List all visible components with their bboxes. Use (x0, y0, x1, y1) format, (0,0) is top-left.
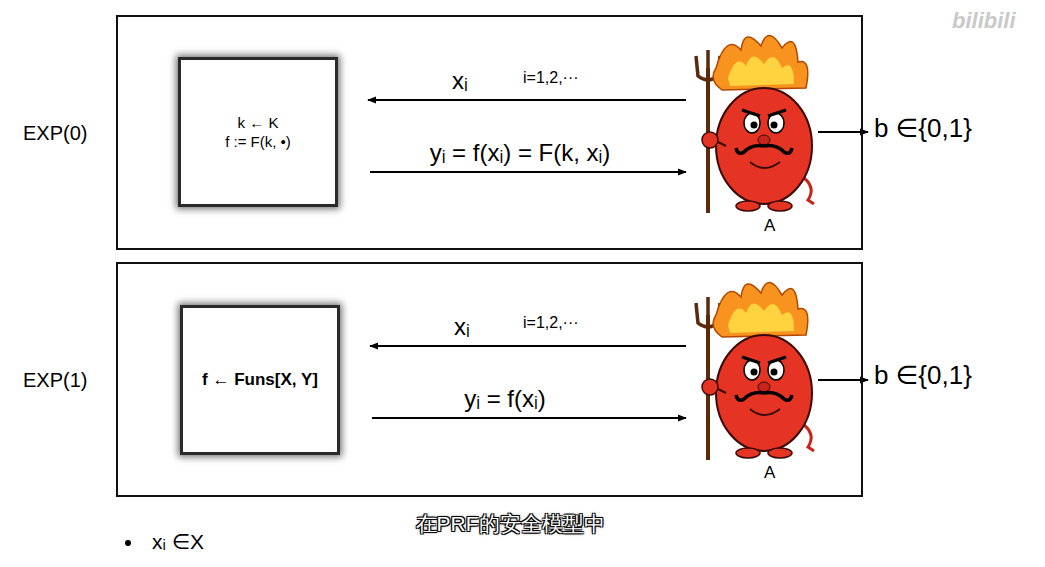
output-bit: b ∈{0,1} (872, 360, 974, 391)
node-text: k ← K (238, 113, 279, 133)
message-arrow (818, 131, 868, 133)
output-bit: b ∈{0,1} (872, 113, 974, 144)
experiment-label: EXP(1) (23, 368, 87, 391)
adversary-label: A (764, 463, 775, 483)
adversary-label: A (764, 216, 775, 236)
message-arrow (368, 99, 686, 101)
experiment-panel: EXP(1)f ← Funs[X, Y]A (116, 262, 863, 497)
message-label: yᵢ = f(xᵢ) = F(k, xᵢ) (428, 139, 613, 167)
node-text: b ∈{0,1} (874, 113, 972, 143)
adversary-figure: A (686, 275, 818, 487)
message-label: xᵢ (450, 67, 470, 95)
node-text: f ← Funs[X, Y] (202, 369, 318, 391)
challenger-box: k ← Kf := F(k, •) (178, 57, 338, 207)
message-arrow (818, 379, 868, 381)
index-range: i=1,2,··· (523, 69, 579, 87)
message-arrow (370, 345, 686, 347)
index-range: i=1,2,··· (523, 314, 579, 332)
adversary-figure: A (686, 28, 818, 240)
domain-note: xᵢ ∈X (152, 530, 204, 554)
devil-illustration (686, 275, 818, 465)
node-text: b ∈{0,1} (874, 360, 972, 390)
experiment-panel: EXP(0)k ← Kf := F(k, •)A (116, 15, 863, 250)
message-arrow (370, 171, 686, 173)
message-label: xᵢ (452, 313, 472, 341)
watermark: bilibili (952, 8, 1016, 34)
devil-illustration (686, 28, 818, 218)
node-text: f := F(k, •) (225, 132, 291, 152)
challenger-box: f ← Funs[X, Y] (180, 305, 340, 455)
bullet-dot (125, 540, 131, 546)
subtitle: 在PRF的安全模型中 (416, 510, 605, 538)
experiment-label: EXP(0) (23, 121, 87, 144)
message-label: yᵢ = f(xᵢ) (462, 385, 548, 413)
message-arrow (372, 417, 686, 419)
